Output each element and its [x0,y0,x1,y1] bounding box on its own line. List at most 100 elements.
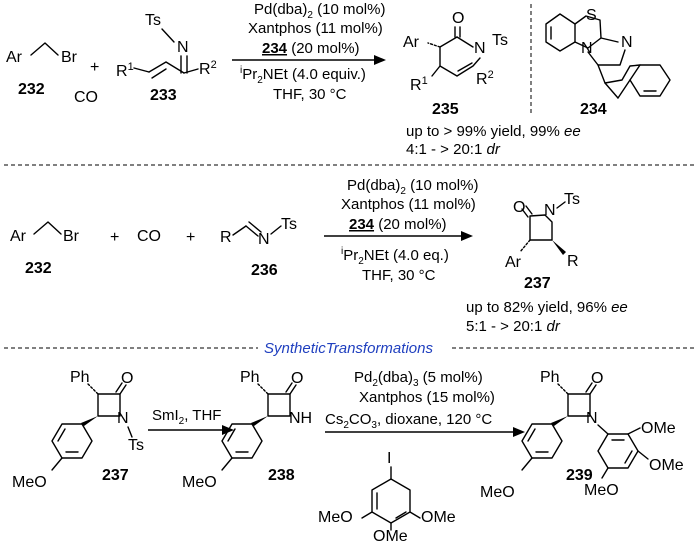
result-dr-2: 5:1 - > 20:1 dr [466,318,561,335]
lactam-ring [529,214,553,241]
o-label: O [513,199,525,216]
bond [232,225,247,236]
bond [457,62,473,72]
bond [115,382,123,393]
bond [30,42,59,56]
compound-237-bottom: Ph O N Ts MeO 237 [12,369,144,491]
s-label: S [586,7,597,24]
meo-label: MeO [182,474,217,491]
co-label: CO [74,89,98,106]
n-bottom-label: N [581,40,593,57]
thiazole-bonds [574,15,602,49]
ring-bonds [587,49,626,66]
result-yield-2: up to 82% yield, 96% ee [466,299,628,316]
compound-number-236: 236 [251,262,278,279]
meo-label: MeO [318,509,353,526]
ar-label: Ar [403,34,420,51]
n-top-label: N [621,34,633,51]
plus-sign: + [110,229,119,246]
arrow-head [513,427,525,437]
bond [361,511,373,519]
bond [521,457,533,471]
r2-label: R2 [199,59,217,78]
section-title: SyntheticTransformations [264,340,433,357]
compound-number-234: 234 [580,101,607,118]
compound-number-235: 235 [432,101,459,118]
n-label: N [474,40,486,57]
compound-238: Ph O NH MeO 238 [182,369,312,491]
bond [161,28,175,43]
bond [183,68,199,74]
ts-label: Ts [145,12,161,29]
o-label: O [121,370,133,387]
indane-bonds [597,64,641,84]
co-label: CO [137,228,161,245]
bond [525,205,533,215]
bond [617,79,631,99]
conditions-1: Pd(dba)2 (10 mol%) Xantphos (11 mol%) 23… [240,1,385,103]
nh-label: NH [289,410,312,427]
meo-label: MeO [12,474,47,491]
bond [557,383,569,395]
meo-label: MeO [584,482,619,499]
bond [395,511,407,519]
plus-sign: + [186,229,195,246]
condition-catalyst: 234 (20 mol%) [262,40,360,57]
wedge-bond [551,416,568,426]
n-label: N [544,202,556,219]
product-235: O Ar N Ts R1 R2 235 [403,10,508,118]
compound-number-232: 232 [25,260,52,277]
arrow-head [374,55,386,65]
bond [87,383,99,395]
compound-number-233: 233 [150,87,177,104]
i-label: I [387,450,391,467]
compound-number-237: 237 [524,275,551,292]
bond [556,201,566,209]
compound-number-237: 237 [102,467,129,484]
catalyst-234: S N N 234 [545,7,671,118]
condition-pd: Pd(dba)2 (10 mol%) [347,177,478,197]
conditions-2: Pd(dba)2 (10 mol%) Xantphos (11 mol%) 23… [341,177,478,284]
meo-label: MeO [480,484,515,501]
plus-sign: + [90,59,99,76]
wedge-bond [251,416,268,426]
wedge-bond [552,240,566,255]
condition-catalyst: 234 (20 mol%) [349,216,447,233]
section-1: Ar Br 232 + CO Ts N R1 R2 233 Pd(dba)2 ( [6,1,671,158]
reagent-232-top: Ar Br 232 [6,42,78,98]
result-yield-1: up to > 99% yield, 99% ee [406,123,581,140]
section-2: Ar Br 232 + CO + R N Ts 236 Pd(dba)2 (10… [10,177,628,335]
bond [431,65,441,77]
bond [151,68,167,79]
aryl-iodide: I MeO OMe OMe [318,450,456,543]
r-label: R [567,253,579,270]
n-label: N [258,231,270,248]
n-label: N [117,410,129,427]
bond [227,428,236,442]
bond [519,239,531,253]
bond [627,427,641,435]
product-237: O N Ts Ar R 237 [505,191,580,292]
r1-label: R1 [116,61,134,80]
bond [597,424,609,435]
bond [285,382,293,393]
condition-base: iPr2NEt (4.0 eq.) [341,246,449,267]
aryl-ring [371,478,411,524]
lactam-ring [567,393,591,417]
ar-label: Ar [505,254,522,271]
bond [600,37,619,43]
condition-solvent: THF, 30 °C [273,86,347,103]
ts-label: Ts [128,437,144,454]
ts-label: Ts [492,32,508,49]
o-label: O [291,370,303,387]
n-label: N [586,410,598,427]
bond [637,450,649,460]
bond [133,67,150,73]
bond [51,457,63,471]
bond [57,428,66,442]
bond [527,428,536,442]
wedge-bond [81,416,98,426]
section-3: Ph O N Ts MeO 237 SmI2, THF Ph [12,369,684,543]
reagent-232-middle: Ar Br 232 [10,221,80,277]
